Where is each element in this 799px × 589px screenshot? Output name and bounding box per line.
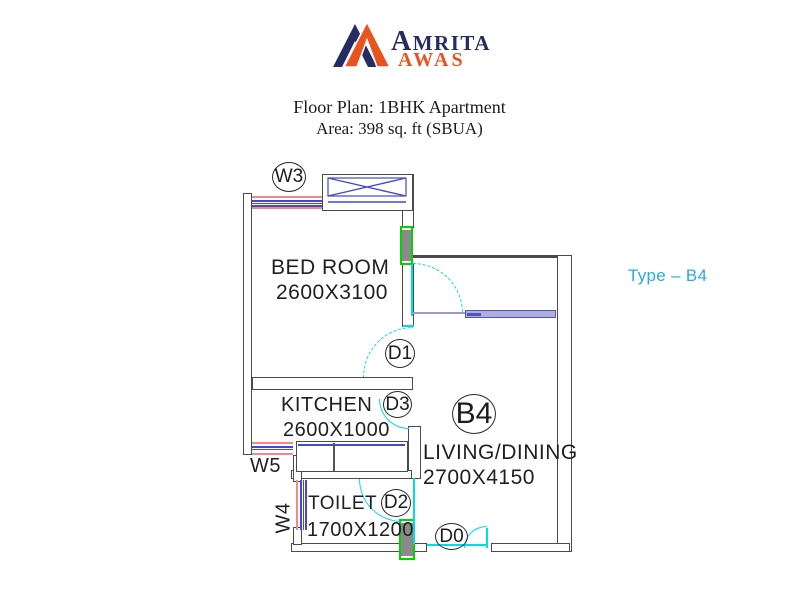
window-w3 <box>252 196 322 209</box>
kitchen-counter-edge <box>298 444 405 446</box>
room-dims-toilet: 1700X1200 <box>307 519 414 541</box>
room-name-bedroom: BED ROOM <box>271 256 390 279</box>
mountain-logo-icon <box>333 20 392 68</box>
door-shutter-bedroom <box>400 226 413 265</box>
sill-line <box>413 312 465 314</box>
room-dims-kitchen: 2600X1000 <box>283 419 390 441</box>
page-title: Floor Plan: 1BHK Apartment <box>293 97 506 117</box>
room-name-toilet: TOILET <box>308 493 378 514</box>
wall-living-right <box>557 255 572 552</box>
door-leaf-d0 <box>486 528 488 548</box>
door-label-d3: D3 <box>383 391 412 418</box>
frame-line-balcony <box>411 264 413 316</box>
window-label-w3: W3 <box>272 162 306 192</box>
wall-toilet-bottom <box>291 543 427 552</box>
wall-left <box>243 193 252 455</box>
frame-line-passage <box>413 478 415 544</box>
shaft-x-hatch-icon <box>327 177 407 203</box>
wall-living-bottom <box>491 543 570 552</box>
shaft-box <box>322 174 413 211</box>
page-subtitle: Area: 398 sq. ft (SBUA) <box>316 119 483 138</box>
sliding-window <box>465 310 556 318</box>
door-label-d2: D2 <box>381 489 411 517</box>
room-dims-bedroom: 2600X3100 <box>276 281 388 304</box>
kitchen-counter <box>296 441 408 472</box>
door-label-d0: D0 <box>435 523 468 550</box>
room-name-kitchen: KITCHEN <box>281 394 373 416</box>
brand-logo <box>330 20 392 68</box>
window-w5 <box>252 442 293 455</box>
window-label-w5: W5 <box>250 455 281 477</box>
brand-subname: AWAS <box>398 49 466 71</box>
wall-living-top <box>413 255 570 258</box>
door-arc-balcony <box>413 263 463 313</box>
window-label-w4: W4 <box>272 502 295 534</box>
brand-name: AMRITA <box>391 26 492 57</box>
window-w4 <box>296 480 307 530</box>
unit-label-b4: B4 <box>452 394 496 434</box>
door-label-d1: D1 <box>385 339 415 368</box>
frame-cap-d1 <box>403 325 414 327</box>
type-annotation: Type – B4 <box>628 266 708 285</box>
room-dims-living: 2700X4150 <box>423 466 535 489</box>
wall-bedroom-kitchen <box>252 377 413 390</box>
sliding-window-tick <box>467 312 481 316</box>
room-name-living: LIVING/DINING <box>423 441 578 464</box>
kitchen-counter-divider <box>333 443 335 471</box>
